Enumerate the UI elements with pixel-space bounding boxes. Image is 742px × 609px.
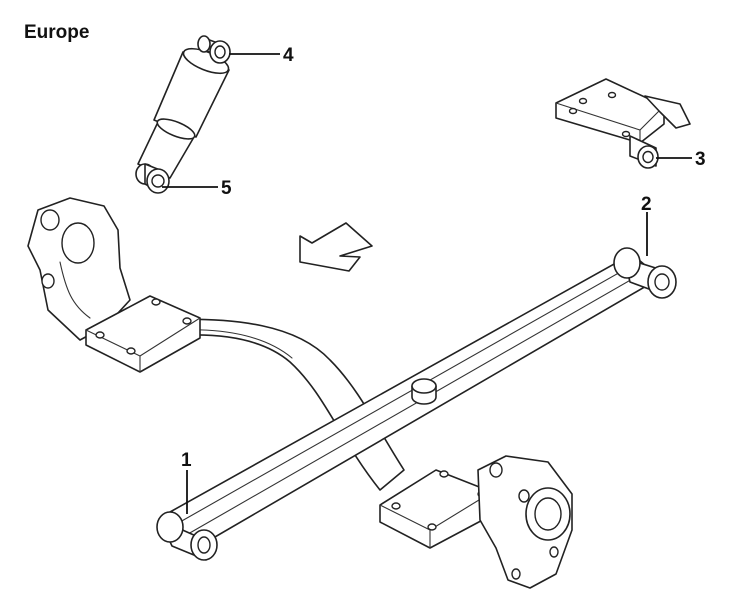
- callout-leaders: [162, 53, 692, 514]
- mounting-bracket: [555, 78, 691, 169]
- leaf-spring: [156, 247, 677, 561]
- direction-arrow-icon: [299, 222, 373, 272]
- shock-absorber: [135, 35, 231, 194]
- callout-1: 1: [181, 450, 192, 471]
- left-knuckle: [27, 197, 201, 373]
- callout-2: 2: [641, 194, 652, 215]
- callout-4: 4: [283, 45, 294, 66]
- right-knuckle: [379, 455, 573, 589]
- callout-5: 5: [221, 178, 232, 199]
- callout-3: 3: [695, 149, 706, 170]
- region-label: Europe: [24, 22, 90, 43]
